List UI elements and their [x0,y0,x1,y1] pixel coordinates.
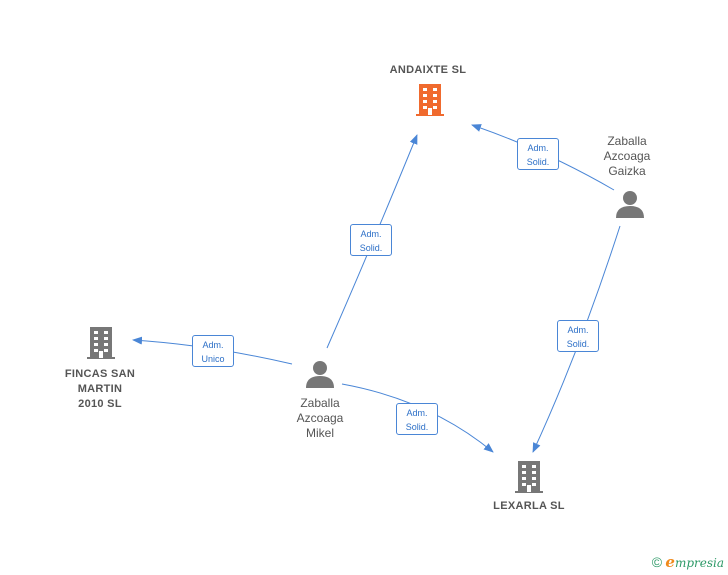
node-andaixte-label[interactable]: ANDAIXTE SL [389,64,467,76]
gaizka-name-line: Zaballa [607,134,647,148]
edge-label-line: Solid. [359,243,383,253]
mikel-name-line: Azcoaga [296,411,344,425]
gaizka-name-line: Azcoaga [603,149,651,163]
fincas-name-line: 2010 SL [78,398,122,410]
edge-label-line: Adm. [406,408,428,418]
edge-label-mikel-andaixte[interactable]: Adm. Solid. [350,224,392,256]
fincas-name-line: MARTIN [77,383,123,395]
logo-e: e [665,553,675,571]
edge-label-line: Adm. [202,340,224,350]
node-lexarla-label[interactable]: LEXARLA SL [493,500,565,512]
edge-label-line: Adm. [527,143,549,153]
edge-label-line: Solid. [566,339,590,349]
node-gaizka-label[interactable]: Zaballa Azcoaga Gaizka [577,134,677,179]
building-icon [416,84,444,116]
gaizka-name-line: Gaizka [608,164,646,178]
edge-label-gaizka-andaixte[interactable]: Adm. Solid. [517,138,559,170]
empresia-logo: empresia [665,553,724,571]
mikel-name-line: Zaballa [300,396,340,410]
edge-label-line: Solid. [526,157,550,167]
building-icon [87,327,115,359]
building-icon [515,461,543,493]
edge-label-line: Solid. [405,422,429,432]
node-fincas-label[interactable]: FINCAS SAN MARTIN 2010 SL [50,367,150,412]
edge-label-gaizka-lexarla[interactable]: Adm. Solid. [557,320,599,352]
logo-text: mpresia [674,556,724,570]
edge-label-mikel-lexarla[interactable]: Adm. Solid. [396,403,438,435]
edge-label-line: Adm. [360,229,382,239]
copyright-symbol: © [651,554,663,570]
fincas-name-line: FINCAS SAN [64,368,136,380]
edge-label-line: Adm. [567,325,589,335]
mikel-name-line: Mikel [305,426,334,440]
node-mikel-label[interactable]: Zaballa Azcoaga Mikel [270,396,370,441]
empresia-watermark: © empresia [652,553,724,571]
person-icon [306,361,334,388]
edge-label-line: Unico [201,354,225,364]
person-icon [616,191,644,218]
edge-label-mikel-fincas[interactable]: Adm. Unico [192,335,234,367]
